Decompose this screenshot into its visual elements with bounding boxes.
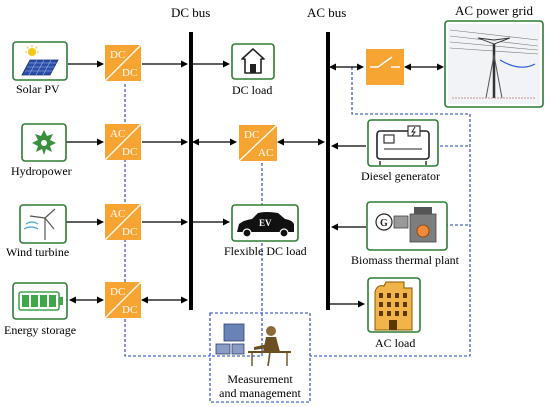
converter-solar-bottom-label: DC — [122, 67, 137, 79]
converter-storage — [104, 281, 142, 319]
energy-storage-label: Energy storage — [4, 323, 77, 337]
converter-solar-top-label: DC — [110, 49, 125, 61]
converter-wind-top-label: AC — [110, 208, 125, 220]
converter-storage-top-label: DC — [110, 286, 125, 298]
converter-hydro-bottom-label: DC — [122, 146, 137, 158]
dc-bus-line — [189, 32, 193, 310]
management-label-line1: Measurement — [227, 372, 293, 386]
connection-arrows — [66, 60, 444, 308]
wind-turbine-label: Wind turbine — [6, 245, 70, 259]
converter-dcac-top-label: DC — [244, 129, 259, 141]
converter-wind — [104, 203, 142, 241]
converter-dcac-bottom-label: AC — [258, 147, 273, 159]
ev-badge: EV — [259, 218, 272, 228]
management-label-line2: and management — [219, 386, 301, 400]
biomass-plant-label: Biomass thermal plant — [351, 253, 459, 267]
dc-load-label: DC load — [232, 83, 273, 97]
converter-dc-ac — [238, 124, 278, 162]
hydropower-icon — [21, 123, 67, 162]
dc-bus-header: DC bus — [171, 5, 211, 20]
converter-hydro — [104, 123, 142, 161]
biomass-plant-icon — [366, 201, 448, 251]
converter-wind-bottom-label: DC — [122, 226, 137, 238]
flexible-dc-load-ev-icon — [231, 204, 299, 242]
grid-switch-icon — [366, 49, 404, 85]
converter-storage-bottom-label: DC — [122, 304, 137, 316]
hydropower-label: Hydropower — [11, 164, 72, 178]
flexible-dc-load-label: Flexible DC load — [224, 244, 307, 258]
ac-load-label: AC load — [375, 336, 416, 350]
converter-solar — [104, 44, 142, 82]
diesel-generator-icon — [367, 119, 439, 167]
ac-load-building-icon — [367, 277, 421, 333]
dc-load-house-icon — [231, 43, 275, 80]
wind-turbine-icon — [19, 204, 67, 244]
management-operator-icon — [215, 323, 291, 367]
control-wiring — [124, 66, 471, 357]
converter-hydro-top-label: AC — [110, 128, 125, 140]
ac-power-grid-icon — [444, 20, 544, 108]
energy-storage-icon — [12, 282, 68, 320]
solar-pv-icon — [12, 41, 68, 81]
ac-bus-header: AC bus — [307, 5, 347, 20]
ac-grid-header: AC power grid — [455, 3, 533, 18]
generator-badge: G — [380, 218, 388, 229]
management-box — [209, 312, 311, 403]
ac-bus-line — [326, 32, 330, 310]
diesel-generator-label: Diesel generator — [361, 169, 440, 183]
solar-pv-label: Solar PV — [16, 82, 60, 96]
